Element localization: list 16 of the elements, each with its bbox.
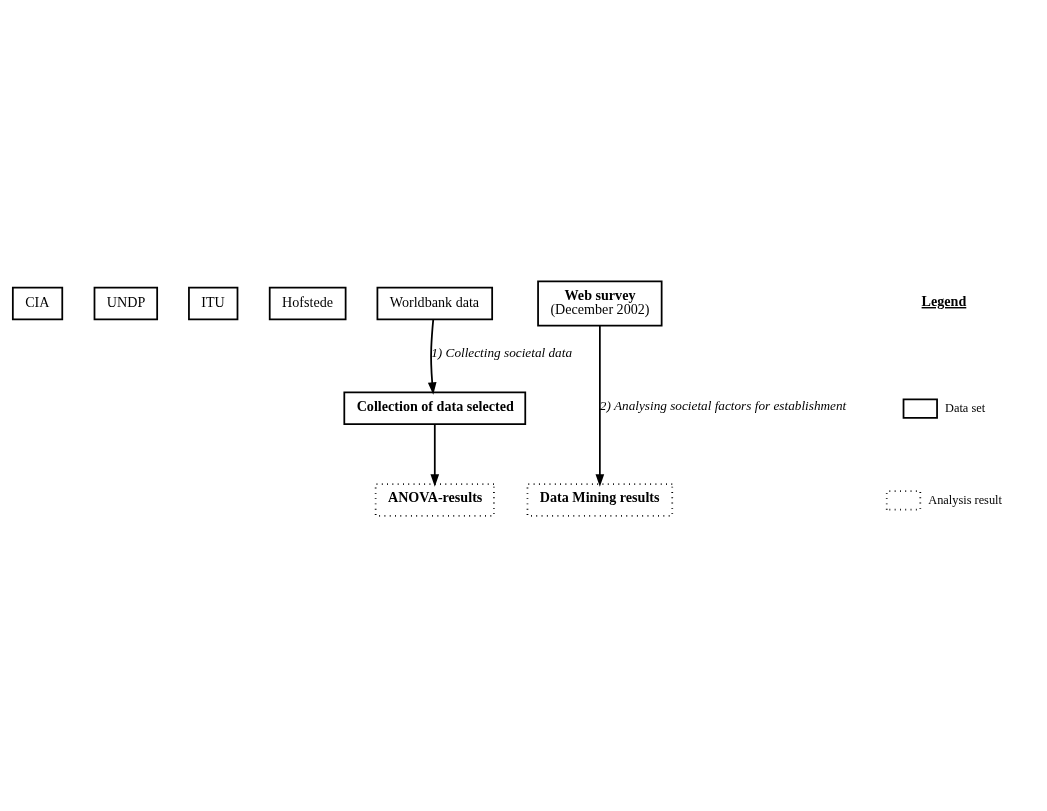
arrow [595,324,605,487]
legend-label: Data set [945,400,986,415]
node-box: Collection of data selected [343,391,527,425]
arrow [430,423,440,487]
arrow [427,318,437,395]
node-box: ITU [188,286,239,321]
label: Legend [921,293,967,310]
node-box: Web survey (December 2002) [537,280,663,327]
node-box: CIA [11,286,64,321]
node-box: Hofstede [268,286,347,321]
legend-label: Analysis result [928,492,1002,507]
node-box: ANOVA-results [374,483,495,517]
node-box: Data Mining results [526,483,674,517]
edge-label: 1) Collecting societal data [431,345,573,361]
node-box: UNDP [93,286,159,321]
node-box: Worldbank data [376,286,494,321]
